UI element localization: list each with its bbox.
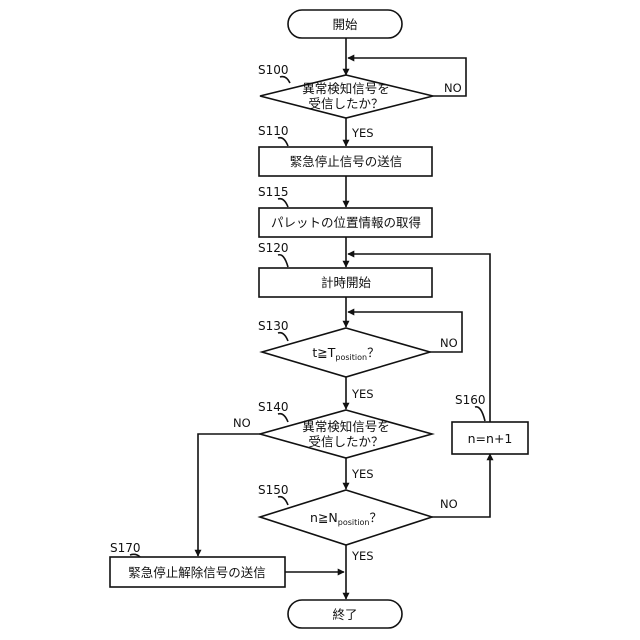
s100-line1: 異常検知信号を bbox=[302, 81, 390, 96]
start-label: 開始 bbox=[332, 17, 358, 32]
step-leader-s120 bbox=[278, 255, 288, 267]
s100-line2: 受信したか？ bbox=[308, 96, 383, 111]
step-label-s160: S160 bbox=[455, 393, 486, 407]
s130-main: t≧T bbox=[312, 345, 335, 360]
node-start: 開始 bbox=[288, 10, 402, 38]
step-label-s170: S170 bbox=[110, 541, 141, 555]
s130-no-label: NO bbox=[440, 336, 458, 350]
node-end: 終了 bbox=[288, 600, 402, 628]
s130-sub: position bbox=[335, 353, 367, 362]
step-label-s110: S110 bbox=[258, 124, 289, 138]
node-s115: S115 パレットの位置情報の取得 bbox=[258, 185, 432, 237]
s150-suffix: ？ bbox=[369, 510, 382, 525]
node-s150: S150 n≧Nposition？ NO YES bbox=[258, 483, 458, 563]
s140-yes-label: YES bbox=[351, 467, 374, 481]
step-label-s150: S150 bbox=[258, 483, 289, 497]
node-s100: S100 異常検知信号を 受信したか？ NO YES bbox=[258, 63, 462, 140]
s140-line1: 異常検知信号を bbox=[302, 419, 390, 434]
s150-no-label: NO bbox=[440, 497, 458, 511]
step-leader-s140 bbox=[278, 414, 288, 422]
end-label: 終了 bbox=[332, 607, 357, 622]
step-label-s140: S140 bbox=[258, 400, 289, 414]
s120-label: 計時開始 bbox=[321, 275, 372, 290]
s100-yes-label: YES bbox=[351, 126, 374, 140]
step-leader-s110 bbox=[278, 138, 288, 146]
s150-sub: position bbox=[338, 518, 370, 527]
s150-yes-label: YES bbox=[351, 549, 374, 563]
node-s140: S140 異常検知信号を 受信したか？ NO YES bbox=[233, 400, 432, 481]
s100-no-label: NO bbox=[444, 81, 462, 95]
step-leader-s100 bbox=[280, 77, 290, 83]
step-label-s115: S115 bbox=[258, 185, 289, 199]
s140-no-label: NO bbox=[233, 416, 251, 430]
s130-suffix: ？ bbox=[367, 345, 380, 360]
s160-label: n=n+1 bbox=[468, 431, 513, 446]
node-s120: S120 計時開始 bbox=[258, 241, 432, 297]
step-leader-s150 bbox=[278, 497, 288, 505]
s150-main: n≧N bbox=[310, 510, 338, 525]
s115-label: パレットの位置情報の取得 bbox=[271, 215, 421, 230]
s170-label: 緊急停止解除信号の送信 bbox=[128, 565, 266, 580]
step-leader-s160 bbox=[475, 407, 485, 421]
step-leader-s115 bbox=[278, 199, 288, 207]
step-leader-s130 bbox=[278, 333, 288, 341]
node-s110: S110 緊急停止信号の送信 bbox=[258, 124, 432, 176]
s110-label: 緊急停止信号の送信 bbox=[290, 154, 403, 169]
step-label-s120: S120 bbox=[258, 241, 289, 255]
step-label-s100: S100 bbox=[258, 63, 289, 77]
node-s130: S130 t≧Tposition？ NO YES bbox=[258, 319, 458, 401]
step-label-s130: S130 bbox=[258, 319, 289, 333]
s140-line2: 受信したか？ bbox=[308, 434, 383, 449]
s130-yes-label: YES bbox=[351, 387, 374, 401]
edge-s140-no bbox=[198, 434, 260, 556]
